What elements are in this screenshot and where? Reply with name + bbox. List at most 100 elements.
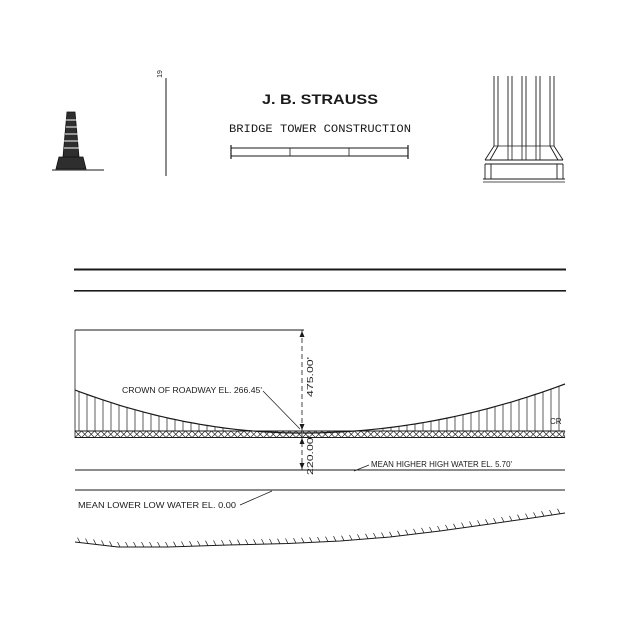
seabed-tick [253,539,257,545]
separator-rule-bottom [74,290,566,292]
seabed-tick [101,540,105,546]
deck-truss-diagonal [178,430,186,438]
seabed-tick [349,534,353,541]
seabed-tick [333,536,337,542]
seabed-tick [557,508,561,514]
deck-truss-diagonal [308,430,316,438]
seabed-tick [381,532,385,538]
deck-truss-diagonal [555,430,563,438]
right-tower-column [483,76,565,183]
deck-truss-diagonal [484,430,492,438]
crown-leader-line [262,390,301,430]
deck-truss-diagonal [542,430,550,438]
deck-truss-diagonal [386,430,394,438]
dimension-arrow [299,438,305,444]
deck-truss-diagonal [74,430,82,438]
seabed-tick [317,536,321,543]
scale-bar-outline [230,147,409,157]
seabed-tick [181,541,185,547]
deck-truss-diagonal [198,430,206,438]
deck-truss-diagonal [159,430,167,438]
scale-reference-mark: 19 [157,70,167,176]
deck-truss-diagonal [94,430,102,438]
seabed-tick [501,516,505,523]
seabed-tick [477,520,481,526]
flare-diagonal [553,145,564,161]
seabed-tick [85,538,89,544]
separator-rule-top [74,268,566,271]
deck-truss-diagonal [224,430,232,438]
deck-truss-diagonal [289,430,297,438]
tower-base-shape [55,156,87,170]
seabed-tick [509,515,513,522]
mhhw-label: MEAN HIGHER HIGH WATER EL. 5.70' [371,460,512,469]
seabed-tick [125,541,129,548]
flare-diagonal [549,145,559,161]
scale-marker-label: 19 [157,70,164,78]
deck-truss-diagonal [204,430,212,438]
seabed-tick [325,536,329,542]
deck-truss-diagonal [152,430,160,438]
deck-truss-diagonal [523,430,531,438]
seabed-tick [189,541,193,547]
deck-truss-diagonal [263,430,271,438]
seabed-tick [229,539,233,546]
seabed-tick [165,541,169,548]
deck-truss-diagonal [211,430,219,438]
seabed-tick [77,537,81,543]
mllw-leader-line [239,490,273,506]
seabed-tick [269,538,273,545]
seabed-tick [221,539,225,546]
graphic-scale-bar [230,145,409,159]
seabed-tick [157,541,161,548]
seabed-tick [245,539,249,545]
seabed-tick [285,538,289,544]
deck-truss-diagonal [562,430,566,438]
deck-truss-diagonal [406,430,414,438]
dimension-arrow [299,424,305,430]
deck-truss-diagonal [302,430,310,438]
deck-truss-diagonal [529,430,537,438]
deck-truss-diagonal [126,430,134,438]
seabed-tick [141,541,145,548]
seabed-tick [445,524,449,531]
seabed-tick [397,530,401,536]
deck-truss-diagonal [315,430,323,438]
seabed-tick [413,528,417,535]
deck-truss-diagonal [107,430,115,438]
deck-truss-diagonal [425,430,433,438]
seabed-tick [261,538,265,545]
seabed-tick [357,534,361,540]
seabed-tick [493,517,497,524]
drawing-subtitle: BRIDGE TOWER CONSTRUCTION [229,124,411,136]
deck-truss-diagonal [191,430,199,438]
seabed-tick [373,532,377,539]
deck-truss-diagonal [87,430,95,438]
seabed-tick [365,533,369,539]
deck-truss-diagonal [451,430,459,438]
flare-diagonal [489,145,499,161]
deck-truss-diagonal [497,430,505,438]
deck-truss-diagonal [471,430,479,438]
seabed-tick [205,540,209,546]
seabed-tick [309,537,313,543]
seabed-tick [429,526,433,533]
deck-truss-diagonal [464,430,472,438]
deck-truss-diagonal [438,430,446,438]
deck-truss-diagonal [133,430,141,438]
deck-truss-diagonal [250,430,258,438]
seabed-tick [485,519,489,525]
deck-truss-diagonal [536,430,544,438]
deck-truss-diagonal [237,430,245,438]
seabed-tick [293,537,297,544]
clearance-dimension: 220.00' [306,434,315,475]
crown-of-roadway-label: CROWN OF ROADWAY EL. 266.45' [122,386,262,395]
deck-truss-diagonal [100,430,108,438]
deck-truss-diagonal [380,430,388,438]
deck-truss-diagonal [243,430,251,438]
title-block: J. B. STRAUSS BRIDGE TOWER CONSTRUCTION [229,91,411,159]
deck-truss-diagonal [477,430,485,438]
suspender-cables [78,386,560,431]
seabed-tick [525,513,529,519]
seabed-tick [533,512,537,518]
